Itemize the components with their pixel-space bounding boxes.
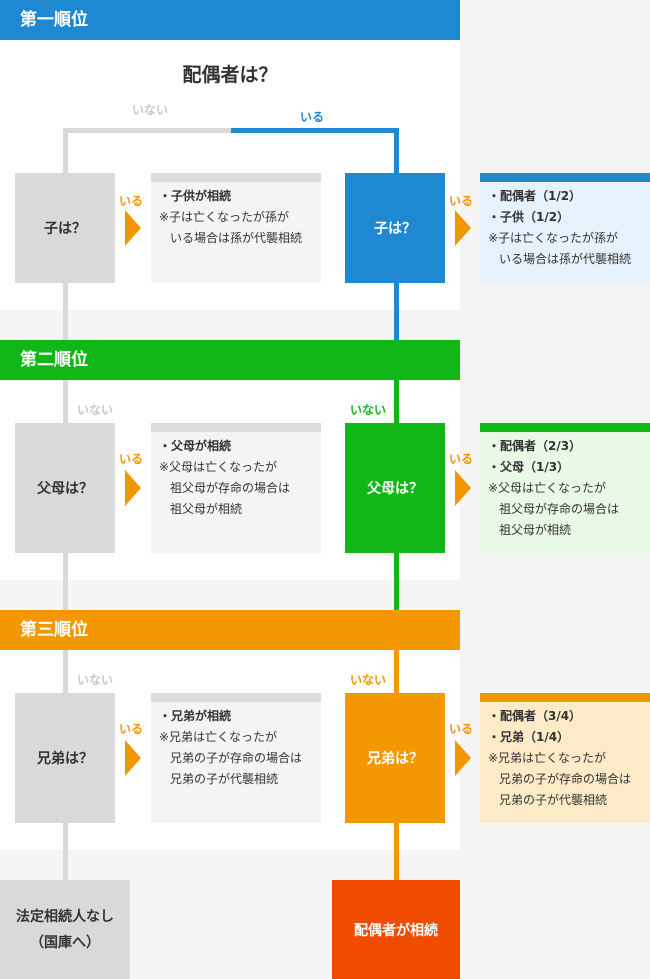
result-line: ・子供（1/2） bbox=[488, 210, 570, 224]
no-heir-line: （国庫へ） bbox=[30, 934, 100, 951]
result-line: ・配偶者（1/2） bbox=[488, 189, 582, 203]
right-branch-line bbox=[231, 128, 399, 133]
third-right-sibling-box: 兄弟は？ bbox=[345, 693, 445, 823]
result-line: 兄弟の子が存命の場合は bbox=[499, 772, 632, 786]
second-right-no-label: いない bbox=[349, 403, 386, 417]
note-line: 祖父母が相続 bbox=[170, 502, 243, 516]
spouse-yes-label: いる bbox=[299, 110, 324, 124]
second-left-yes-label: いる bbox=[118, 452, 143, 466]
result-line: ※父母は亡くなったが bbox=[488, 481, 607, 495]
result-line: 祖父母が相続 bbox=[499, 523, 572, 537]
first-rank-header: 第一順位 bbox=[0, 0, 460, 40]
third-right-no-label: いない bbox=[349, 673, 386, 687]
note-line: ※子は亡くなったが孫が bbox=[159, 210, 290, 224]
second-left-note: ・父母が相続 ※父母は亡くなったが 祖父母が存命の場合は 祖父母が相続 bbox=[151, 423, 321, 553]
first-right-yes-label: いる bbox=[448, 194, 473, 208]
arrow-right-icon bbox=[125, 470, 141, 506]
result-line: 兄弟の子が代襲相続 bbox=[499, 793, 608, 807]
third-left-yes-label: いる bbox=[118, 722, 143, 736]
arrow-right-icon bbox=[455, 740, 471, 776]
result-line: ・配偶者（2/3） bbox=[488, 439, 582, 453]
note-line: 祖父母が存命の場合は bbox=[170, 481, 291, 495]
no-heir-line: 法定相続人なし bbox=[16, 908, 114, 925]
first-left-yes-label: いる bbox=[118, 194, 143, 208]
second-right-result: ・配偶者（2/3） ・父母（1/3） ※父母は亡くなったが 祖父母が存命の場合は… bbox=[480, 423, 650, 553]
third-left-no-label: いない bbox=[76, 673, 113, 687]
second-left-no-label: いない bbox=[76, 403, 113, 417]
second-rank-header: 第二順位 bbox=[0, 340, 460, 380]
note-line: ・兄弟が相続 bbox=[159, 709, 232, 723]
note-line: いる場合は孫が代襲相続 bbox=[170, 231, 303, 245]
first-right-result: ・配偶者（1/2） ・子供（1/2） ※子は亡くなったが孫が いる場合は孫が代襲… bbox=[480, 173, 650, 283]
result-line: いる場合は孫が代襲相続 bbox=[499, 252, 632, 266]
third-rank-header: 第三順位 bbox=[0, 610, 460, 650]
arrow-right-icon bbox=[455, 210, 471, 246]
result-line: ・兄弟（1/4） bbox=[488, 730, 570, 744]
note-line: ・子供が相続 bbox=[159, 189, 232, 203]
third-right-yes-label: いる bbox=[448, 722, 473, 736]
arrow-right-icon bbox=[125, 740, 141, 776]
spouse-no-label: いない bbox=[131, 103, 168, 117]
spouse-question: 配偶者は？ bbox=[182, 64, 278, 86]
arrow-right-icon bbox=[125, 210, 141, 246]
result-line: ・父母（1/3） bbox=[488, 460, 570, 474]
left-branch-line bbox=[63, 128, 231, 133]
result-line: ※子は亡くなったが孫が bbox=[488, 231, 619, 245]
spouse-inherits-box: 配偶者が相続 bbox=[332, 880, 460, 979]
note-line: 兄弟の子が代襲相続 bbox=[170, 772, 279, 786]
result-line: ・配偶者（3/4） bbox=[488, 709, 582, 723]
second-right-parent-box: 父母は？ bbox=[345, 423, 445, 553]
note-line: 兄弟の子が存命の場合は bbox=[170, 751, 303, 765]
first-right-child-box: 子は？ bbox=[345, 173, 445, 283]
second-right-yes-label: いる bbox=[448, 452, 473, 466]
no-heir-box: 法定相続人なし （国庫へ） bbox=[0, 880, 130, 979]
note-line: ・父母が相続 bbox=[159, 439, 232, 453]
third-left-note: ・兄弟が相続 ※兄弟は亡くなったが 兄弟の子が存命の場合は 兄弟の子が代襲相続 bbox=[151, 693, 321, 823]
third-left-sibling-box: 兄弟は？ bbox=[15, 693, 115, 823]
first-left-child-box: 子は？ bbox=[15, 173, 115, 283]
note-line: ※兄弟は亡くなったが bbox=[159, 730, 278, 744]
first-left-note: ・子供が相続 ※子は亡くなったが孫が いる場合は孫が代襲相続 bbox=[151, 173, 321, 283]
result-line: 祖父母が存命の場合は bbox=[499, 502, 620, 516]
result-line: ※兄弟は亡くなったが bbox=[488, 751, 607, 765]
note-line: ※父母は亡くなったが bbox=[159, 460, 278, 474]
third-right-result: ・配偶者（3/4） ・兄弟（1/4） ※兄弟は亡くなったが 兄弟の子が存命の場合… bbox=[480, 693, 650, 823]
arrow-right-icon bbox=[455, 470, 471, 506]
second-left-parent-box: 父母は？ bbox=[15, 423, 115, 553]
